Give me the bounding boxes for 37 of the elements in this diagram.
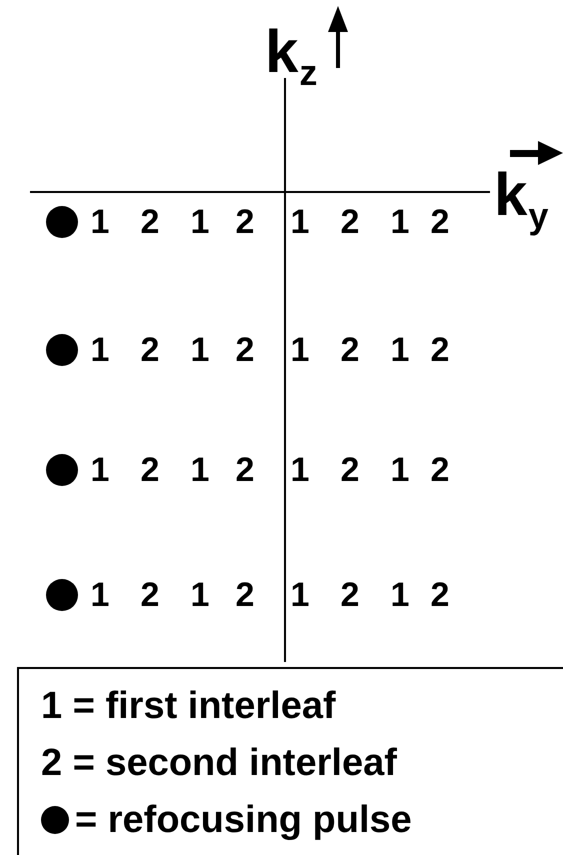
axis-label: k$_{z}$ <box>265 22 318 91</box>
interleaf-number: 1 <box>190 205 210 239</box>
interleaf-number: 2 <box>430 333 450 367</box>
interleaf-number: 1 <box>90 333 110 367</box>
legend-text: 1 = first interleaf <box>41 686 336 724</box>
interleaf-number: 2 <box>430 578 450 612</box>
interleaf-number: 1 <box>290 578 310 612</box>
axis-label: k$_{y}$ <box>494 165 548 234</box>
interleaf-number: 1 <box>90 205 110 239</box>
interleaf-number: 2 <box>340 205 360 239</box>
interleaf-number: 1 <box>290 205 310 239</box>
interleaf-number: 2 <box>340 578 360 612</box>
interleaf-number: 2 <box>236 578 254 612</box>
interleaf-number: 2 <box>236 333 254 367</box>
interleaf-number: 1 <box>90 453 110 487</box>
interleaf-number: 1 <box>190 578 210 612</box>
interleaf-number: 2 <box>236 205 254 239</box>
interleaf-number: 1 <box>190 333 210 367</box>
interleaf-number: 2 <box>430 205 450 239</box>
interleaf-number: 1 <box>290 333 310 367</box>
interleaf-number: 2 <box>340 333 360 367</box>
interleaf-number: 2 <box>140 333 160 367</box>
interleaf-number: 1 <box>190 453 210 487</box>
interleaf-number: 2 <box>140 205 160 239</box>
interleaf-number: 2 <box>340 453 360 487</box>
interleaf-number: 2 <box>430 453 450 487</box>
interleaf-number: 1 <box>390 333 410 367</box>
interleaf-number: 1 <box>90 578 110 612</box>
interleaf-number: 2 <box>140 453 160 487</box>
interleaf-number: 1 <box>390 578 410 612</box>
legend-text: 2 = second interleaf <box>41 744 397 782</box>
legend-text: = refocusing pulse <box>75 800 412 838</box>
interleaf-number: 1 <box>290 453 310 487</box>
interleaf-number: 1 <box>390 453 410 487</box>
interleaf-number: 2 <box>140 578 160 612</box>
interleaf-number: 1 <box>390 205 410 239</box>
interleaf-number: 2 <box>236 453 254 487</box>
